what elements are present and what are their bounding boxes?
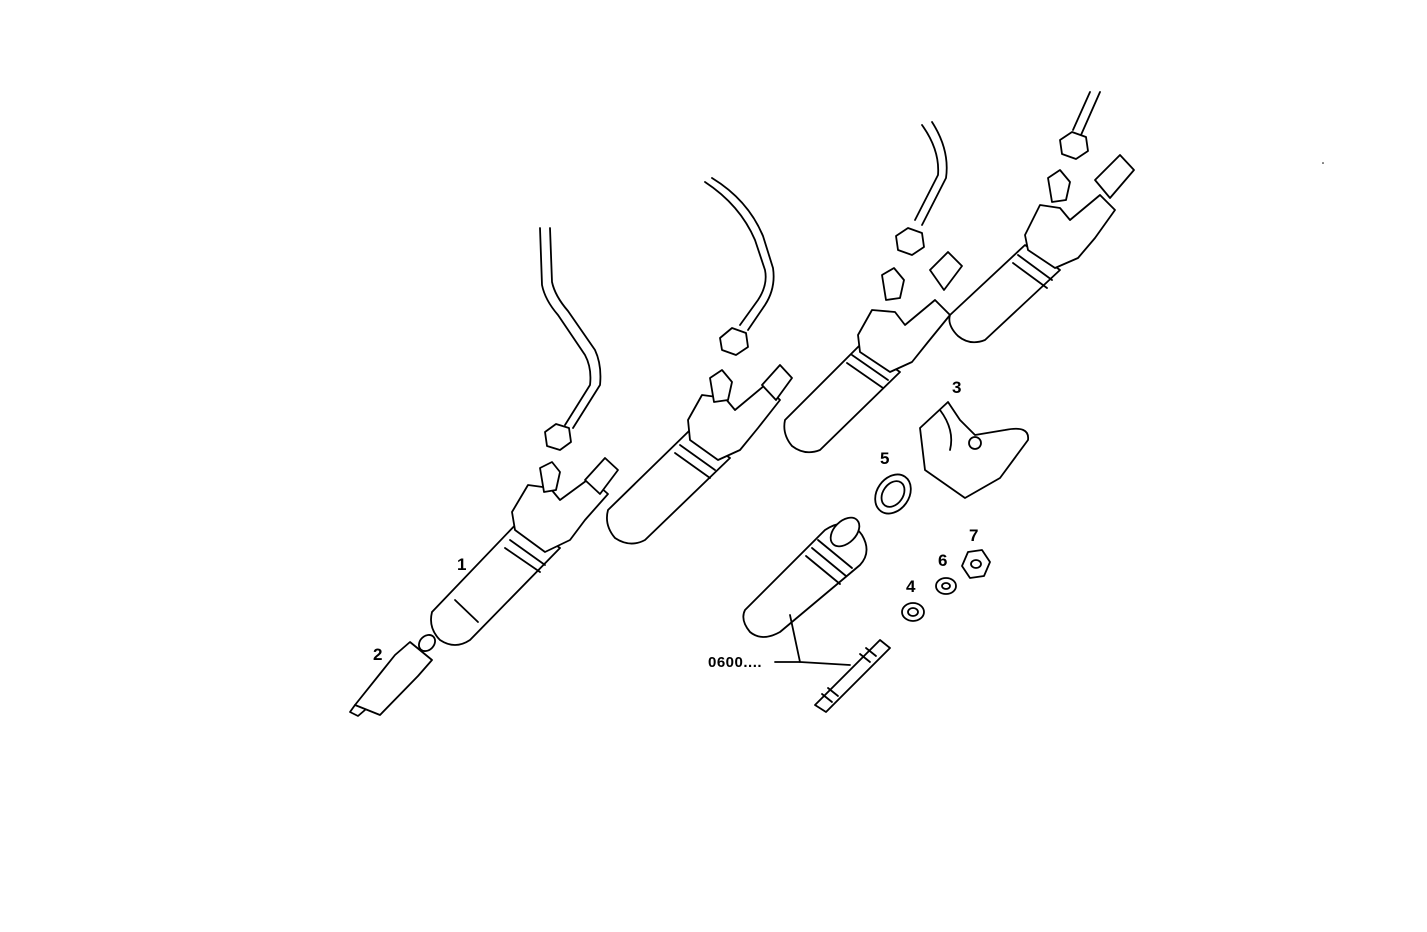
washer-6 xyxy=(935,577,957,595)
washer-4 xyxy=(901,602,925,622)
clamp-3 xyxy=(919,401,1029,499)
injector-2 xyxy=(606,177,793,545)
callout-1: 1 xyxy=(457,555,467,574)
callout-4: 4 xyxy=(906,577,916,596)
injector-1 xyxy=(430,227,619,646)
callout-2: 2 xyxy=(373,645,383,664)
callout-7: 7 xyxy=(969,526,979,545)
stray-dot xyxy=(1322,162,1324,164)
callout-3: 3 xyxy=(952,378,962,397)
callout-6: 6 xyxy=(938,551,948,570)
nozzle-2 xyxy=(349,634,436,717)
reference-leader-2 xyxy=(799,661,851,666)
injector-4 xyxy=(948,91,1135,344)
nut-7 xyxy=(961,549,991,579)
sleeve xyxy=(742,516,868,638)
stud xyxy=(814,639,891,713)
reference-code: 0600.... xyxy=(708,654,763,671)
injector-3 xyxy=(783,121,963,454)
callout-5: 5 xyxy=(880,449,890,468)
sealing-ring-5 xyxy=(874,473,912,515)
